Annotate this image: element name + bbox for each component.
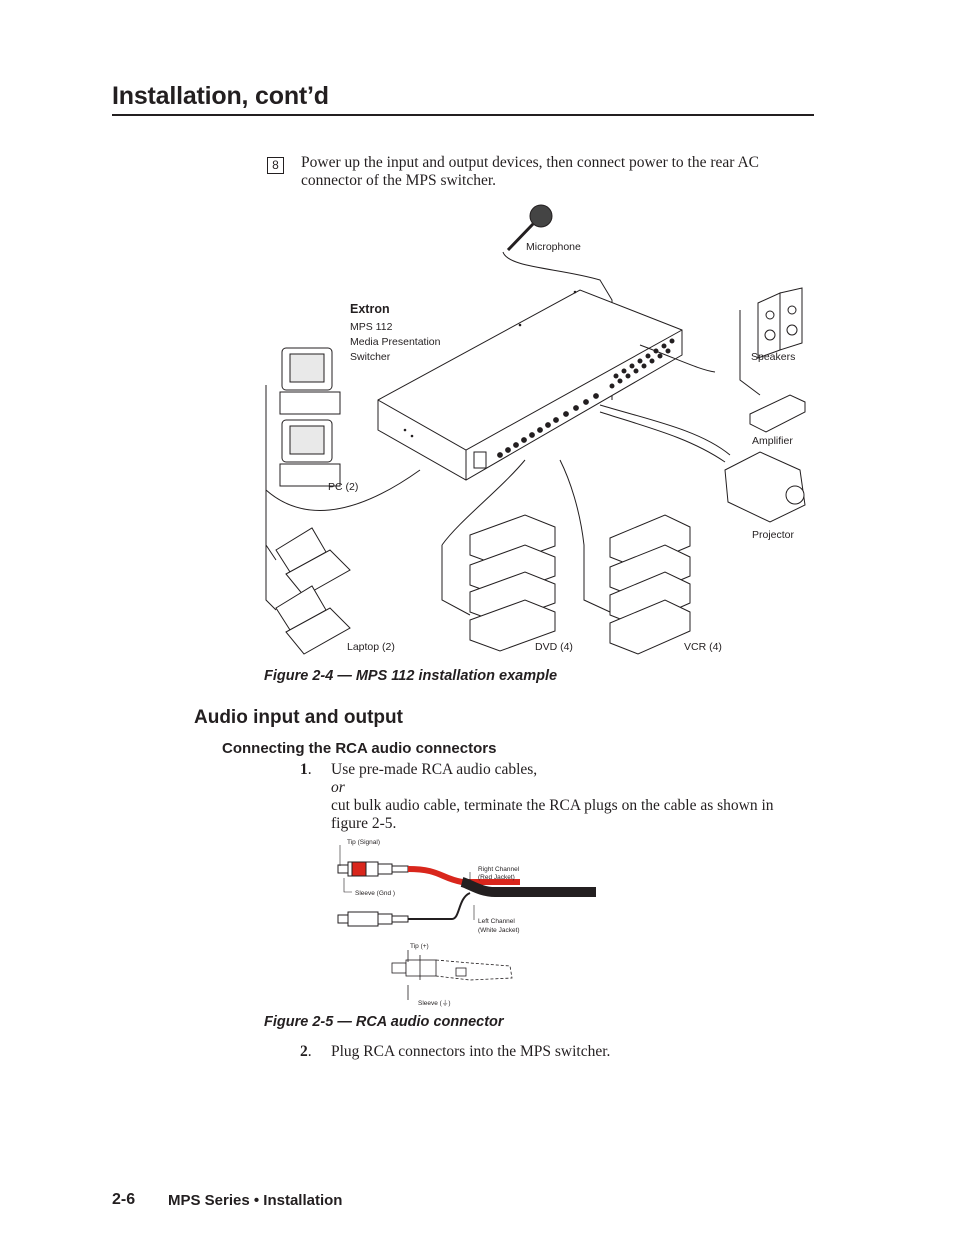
- label-white-jacket: (White Jacket): [478, 927, 520, 934]
- label-desc-2: Switcher: [350, 351, 391, 363]
- step-2-number: 2.: [300, 1043, 312, 1060]
- installation-diagram: Microphone Extron MPS 112 Media Presenta…: [265, 204, 806, 655]
- label-vcr: VCR (4): [684, 641, 722, 653]
- switcher-device: [377, 289, 683, 481]
- projector-icon: [724, 451, 806, 523]
- rca-connector-diagram: Tip (Signal) Sleeve (Gnd ) Right Channel…: [337, 839, 596, 1007]
- label-right-channel: Right Channel: [478, 866, 520, 873]
- step-1-line-1: Use pre-made RCA audio cables,: [331, 761, 538, 778]
- label-pc: PC (2): [328, 481, 358, 493]
- footer-text: MPS Series • Installation: [168, 1192, 343, 1209]
- page-title: Installation, cont’d: [112, 82, 329, 110]
- label-dvd: DVD (4): [535, 641, 573, 653]
- label-speakers: Speakers: [751, 351, 795, 363]
- vcr-stack-icon: [609, 514, 691, 655]
- label-model: MPS 112: [350, 321, 393, 333]
- figure-4-caption: Figure 2-4 — MPS 112 installation exampl…: [264, 668, 558, 684]
- right-cable: [407, 866, 520, 885]
- step-8-text: Power up the input and output devices, t…: [301, 154, 759, 189]
- step-1-line-2: cut bulk audio cable, terminate the RCA …: [331, 797, 774, 832]
- pc-icon: [279, 347, 341, 487]
- label-tip-signal: Tip (Signal): [347, 839, 380, 846]
- title-rule: [112, 114, 814, 116]
- bulk-cable: [460, 877, 596, 897]
- label-left-channel: Left Channel: [478, 918, 515, 925]
- step-2-text: Plug RCA connectors into the MPS switche…: [331, 1043, 611, 1060]
- laptop-icon: [275, 527, 351, 655]
- step-1-number: 1.: [300, 761, 312, 778]
- amplifier-icon: [749, 394, 806, 433]
- label-red-jacket: (Red Jacket): [478, 874, 515, 881]
- step-1-or: or: [331, 779, 345, 796]
- rca-plug-right: [337, 861, 409, 877]
- label-sleeve: Sleeve (⏚): [418, 999, 451, 1007]
- label-tip-plus: Tip (+): [410, 943, 429, 950]
- label-projector: Projector: [752, 529, 795, 541]
- label-brand: Extron: [350, 302, 390, 316]
- label-laptop: Laptop (2): [347, 641, 395, 653]
- label-microphone: Microphone: [526, 241, 581, 253]
- speakers-icon: [757, 287, 803, 359]
- label-desc-1: Media Presentation: [350, 336, 441, 348]
- rca-cutaway-icon: [391, 950, 513, 1000]
- figure-5-caption: Figure 2-5 — RCA audio connector: [264, 1014, 504, 1030]
- step-number-box: 8: [267, 157, 284, 174]
- subsection-heading: Connecting the RCA audio connectors: [222, 740, 497, 757]
- section-heading: Audio input and output: [194, 707, 403, 728]
- label-sleeve-gnd: Sleeve (Gnd ): [355, 890, 395, 897]
- dvd-stack-icon: [469, 514, 556, 652]
- label-amplifier: Amplifier: [752, 435, 793, 447]
- microphone-icon: [529, 204, 553, 228]
- step-1-text: Use pre-made RCA audio cables, or cut bu…: [331, 761, 811, 833]
- rca-plug-left: [337, 911, 409, 927]
- footer-page-number: 2-6: [112, 1191, 136, 1208]
- left-cable: [408, 892, 471, 920]
